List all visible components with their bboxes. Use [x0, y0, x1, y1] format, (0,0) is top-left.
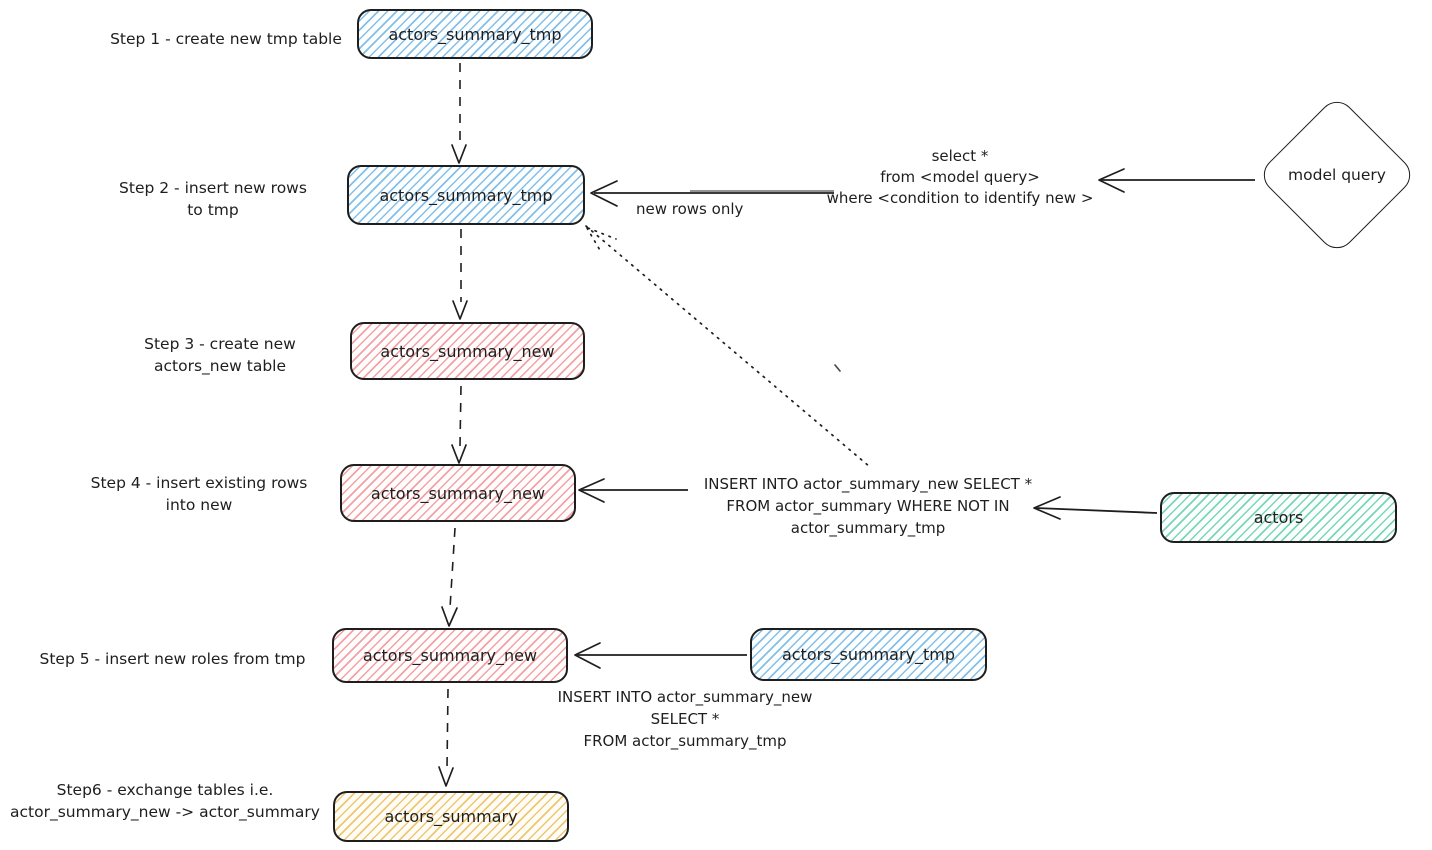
node-label: actors_summary_tmp: [379, 185, 553, 205]
node-label: actors_summary_new: [362, 646, 538, 665]
step1-label: Step 1 - create new tmp table: [110, 30, 342, 48]
insert-where-not-in-annotation: INSERT INTO actor_summary_new SELECT * F…: [703, 475, 1033, 537]
arrow-tmp-to-step5: [574, 642, 747, 669]
node-actors: actors: [1160, 492, 1397, 543]
arrow-step2-to-step3: [452, 229, 468, 320]
node-step6-actors-summary: actors_summary: [333, 791, 569, 842]
arrow-new-rows-into-step2: [590, 180, 834, 207]
node-label: actors_summary: [384, 807, 518, 826]
node-step3-actors-summary-new: actors_summary_new: [350, 322, 585, 380]
arrow-model-query-to-select: [1098, 168, 1255, 193]
stray-mark: [834, 364, 841, 372]
node-label: actors_summary_tmp: [781, 645, 956, 664]
node-step5-actors-summary-new: actors_summary_new: [332, 628, 568, 683]
node-step5-source-actors-summary-tmp: actors_summary_tmp: [750, 628, 987, 681]
select-query-annotation: select * from <model query> where <condi…: [826, 147, 1094, 207]
step4-label: Step 4 - insert existing rows into new: [90, 474, 308, 514]
new-rows-only-annotation: new rows only: [636, 200, 744, 218]
arrow-insert-query-into-step4: [578, 478, 688, 503]
node-label: actors_summary_tmp: [388, 24, 562, 44]
node-label: actors: [1253, 508, 1304, 527]
arrow-actors-to-insert-query: [1033, 496, 1158, 520]
step3-label: Step 3 - create new actors_new table: [144, 335, 296, 375]
step5-label: Step 5 - insert new roles from tmp: [39, 650, 306, 668]
step2-label: Step 2 - insert new rows to tmp: [119, 179, 307, 219]
node-step1-actors-summary-tmp: actors_summary_tmp: [357, 9, 593, 59]
arrow-step4-to-step5: [441, 527, 458, 627]
node-label: model query: [1288, 166, 1386, 184]
arrow-step5-to-step6: [438, 688, 454, 787]
node-label: actors_summary_new: [370, 483, 546, 503]
node-label: actors_summary_new: [380, 341, 555, 361]
node-model-query: model query: [1256, 94, 1418, 256]
node-step4-actors-summary-new: actors_summary_new: [340, 464, 576, 522]
dotted-tmp-reference-line: [585, 225, 871, 468]
arrow-step1-to-step2: [451, 63, 467, 164]
arrow-step3-to-step4: [451, 385, 467, 464]
insert-from-tmp-annotation: INSERT INTO actor_summary_new SELECT * F…: [557, 688, 813, 750]
node-step2-actors-summary-tmp: actors_summary_tmp: [347, 165, 585, 225]
step6-label: Step6 - exchange tables i.e. actor_summa…: [10, 781, 320, 821]
